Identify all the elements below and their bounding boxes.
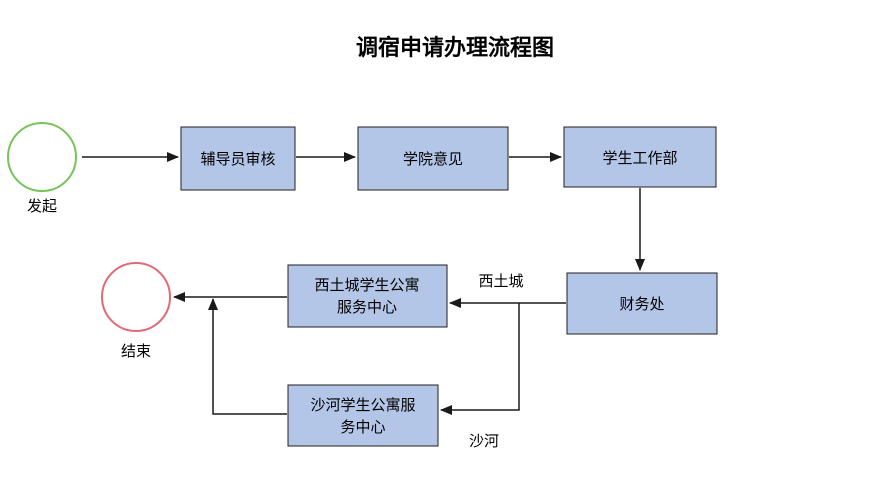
edge-label-shahe: 沙河 — [469, 432, 499, 450]
node-counselor-review: 辅导员审核 — [180, 126, 296, 191]
node-label-line2: 务中心 — [340, 418, 385, 436]
node-label: 财务处 — [619, 295, 664, 313]
node-label: 辅导员审核 — [200, 150, 275, 168]
start-circle — [7, 122, 77, 192]
end-label: 结束 — [121, 342, 151, 360]
arrow-shahe-to-merge — [208, 298, 287, 415]
node-label-line2: 服务中心 — [337, 298, 397, 316]
node-xitucheng-service-center: 西土城学生公寓 服务中心 — [287, 264, 448, 328]
node-box — [357, 126, 509, 191]
node-shahe-service-center: 沙河学生公寓服 务中心 — [287, 384, 439, 447]
node-label: 学院意见 — [403, 150, 463, 168]
node-college-opinion: 学院意见 — [357, 126, 509, 191]
node-student-affairs: 学生工作部 — [563, 126, 717, 188]
node-box — [287, 384, 439, 447]
node-label: 学生工作部 — [602, 149, 677, 167]
node-label-line1: 西土城学生公寓 — [314, 276, 419, 294]
diagram-title: 调宿申请办理流程图 — [356, 35, 554, 61]
edge-label-xitucheng: 西土城 — [478, 272, 523, 290]
node-box — [563, 126, 717, 188]
node-finance: 财务处 — [566, 272, 718, 335]
arrow-finance-to-shahe — [440, 303, 520, 415]
start-label: 发起 — [27, 197, 57, 215]
node-box — [566, 272, 718, 335]
end-circle — [101, 262, 171, 332]
node-label-line1: 沙河学生公寓服 — [310, 396, 415, 414]
node-box — [180, 126, 296, 191]
node-box — [287, 264, 448, 328]
